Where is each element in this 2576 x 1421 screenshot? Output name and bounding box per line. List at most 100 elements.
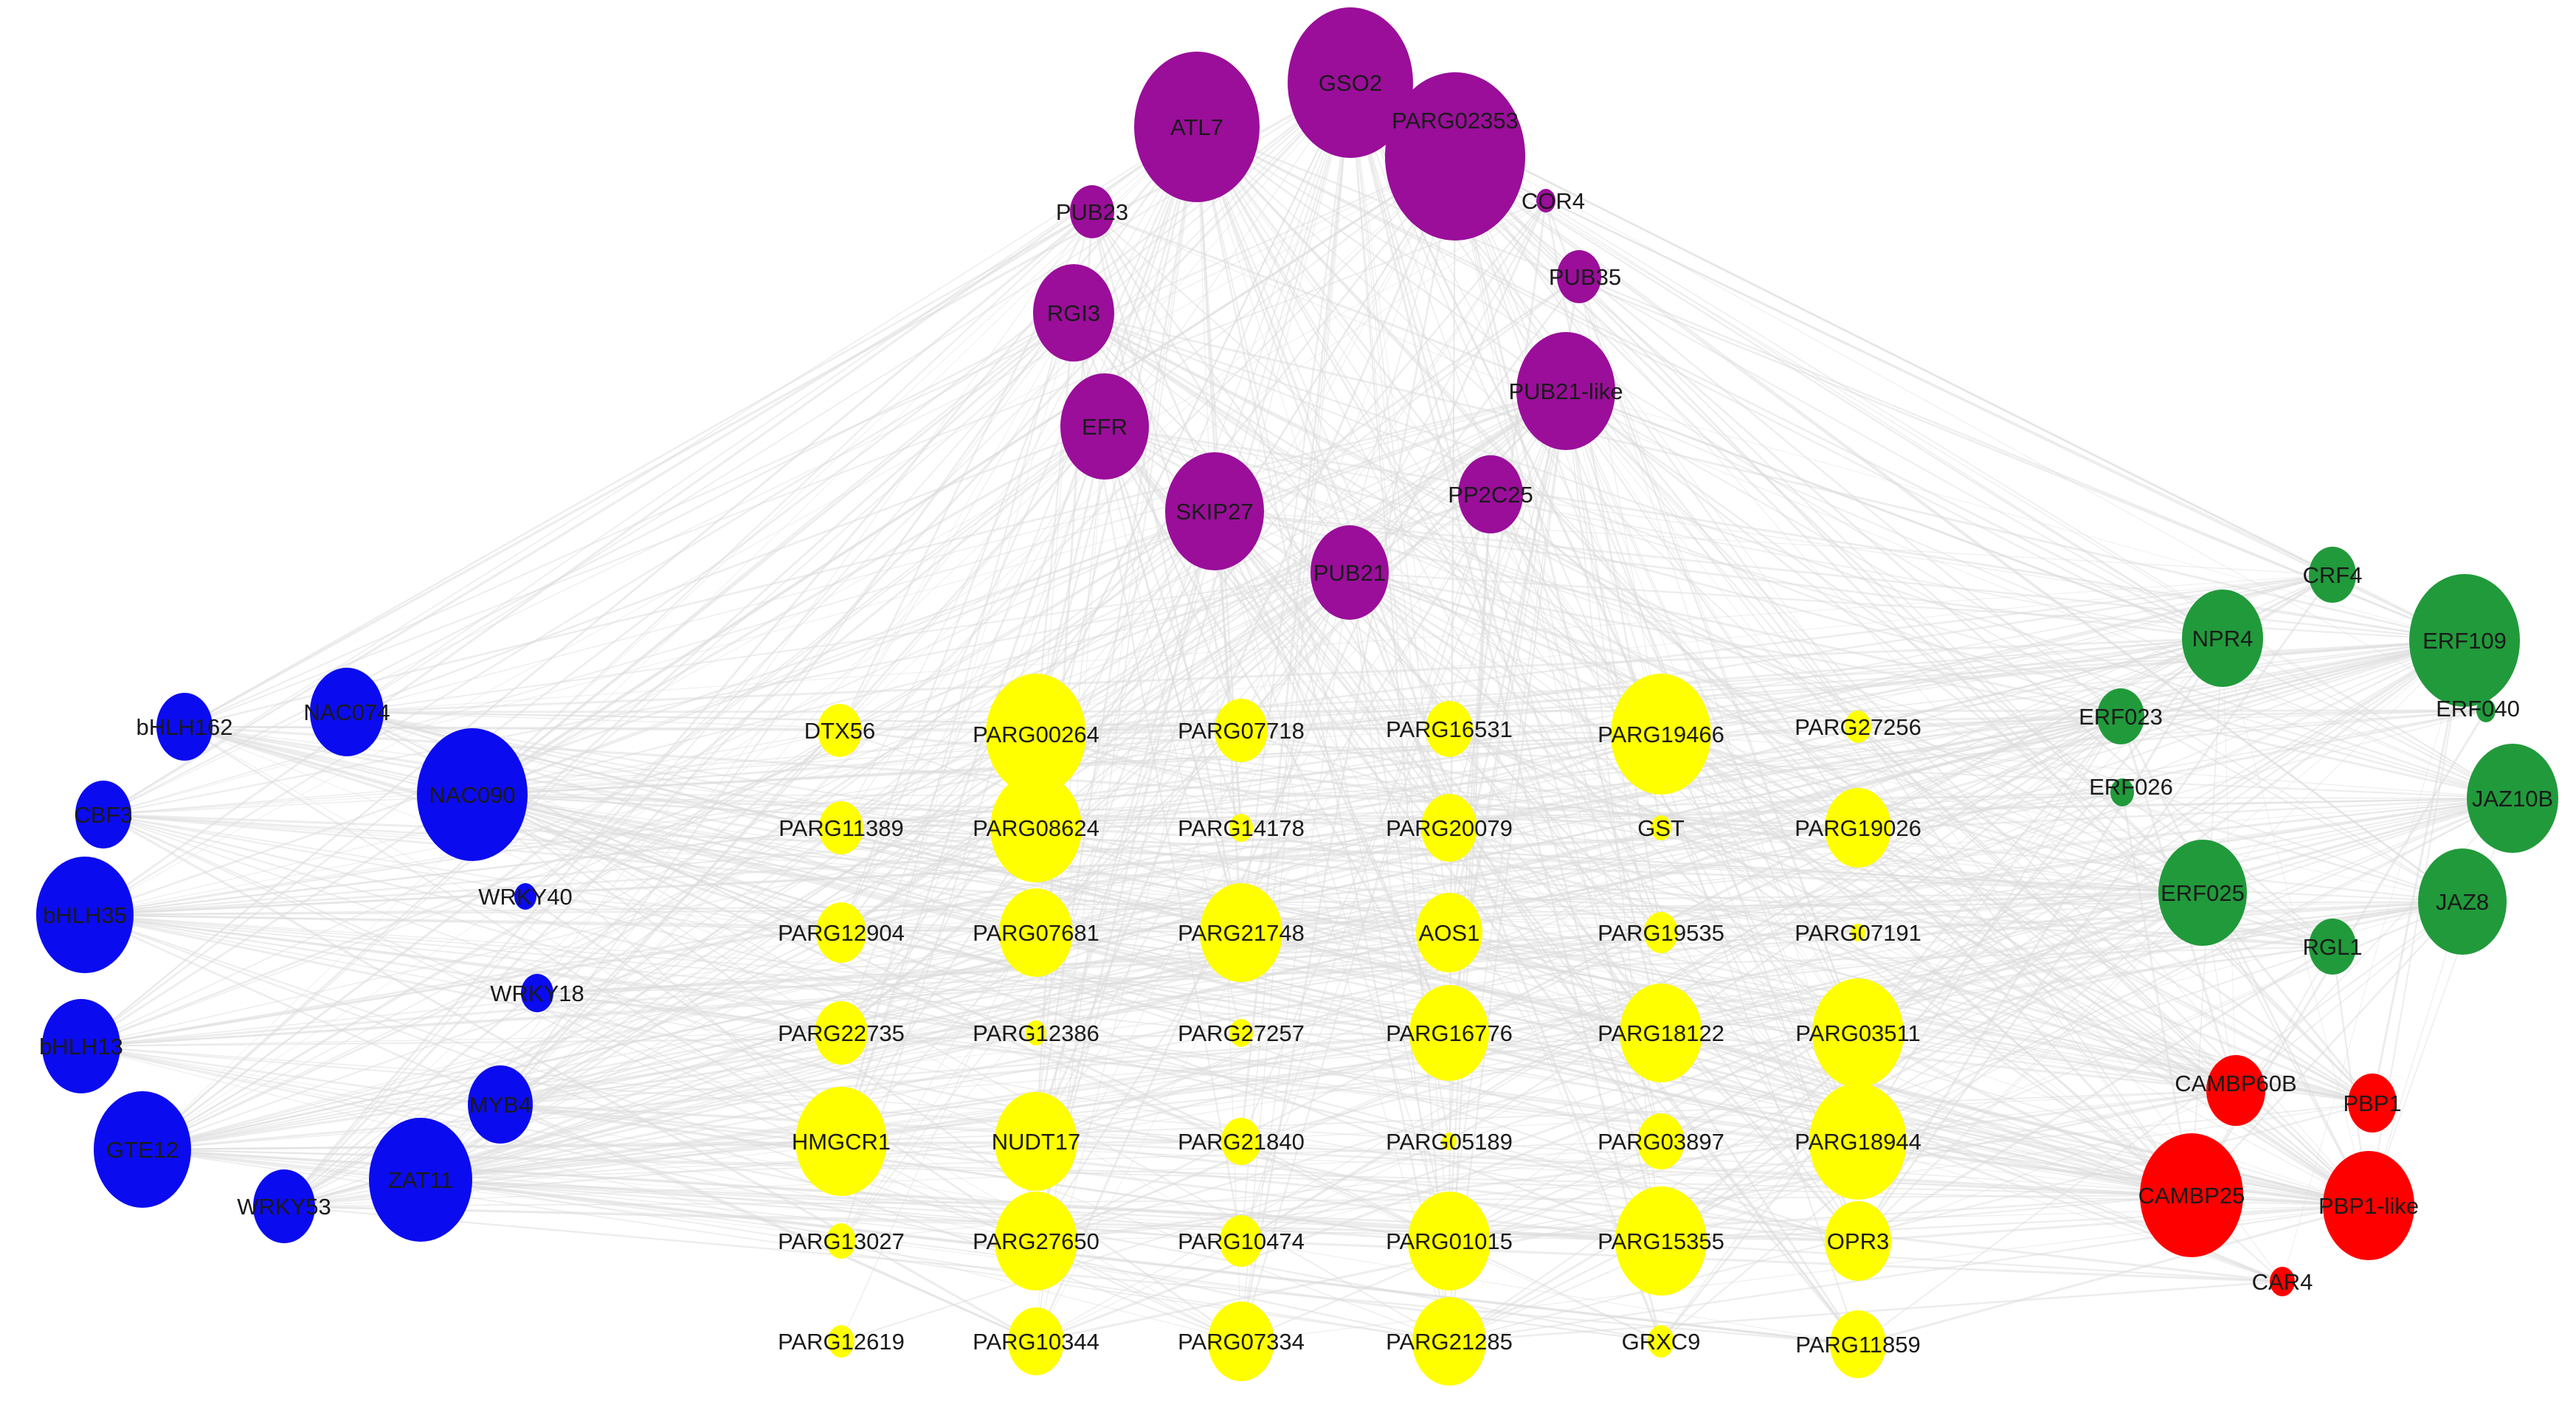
node-PARG08624[interactable]	[990, 773, 1082, 882]
node-PARG18122[interactable]	[1620, 983, 1702, 1082]
node-PARG19026[interactable]	[1825, 788, 1891, 868]
node-HMGCR1[interactable]	[795, 1087, 887, 1196]
node-PARG27256[interactable]	[1845, 710, 1871, 743]
node-PARG16531[interactable]	[1426, 701, 1473, 757]
node-ATL7[interactable]	[1134, 52, 1260, 202]
node-ZAT11[interactable]	[369, 1118, 472, 1242]
node-OPR3[interactable]	[1825, 1201, 1891, 1281]
node-PARG02353[interactable]	[1385, 72, 1525, 241]
node-JAZ8[interactable]	[2418, 848, 2507, 955]
node-PARG18944[interactable]	[1809, 1083, 1907, 1200]
edge	[346, 711, 1037, 735]
node-PARG07334[interactable]	[1208, 1301, 1274, 1381]
node-PARG11859[interactable]	[1830, 1310, 1886, 1378]
node-PARG15355[interactable]	[1615, 1186, 1707, 1296]
node-CRF4[interactable]	[2309, 547, 2356, 603]
node-ERF025[interactable]	[2158, 840, 2247, 946]
node-PARG14178[interactable]	[1229, 814, 1253, 842]
edge	[840, 1090, 2237, 1242]
node-MYB4[interactable]	[468, 1065, 533, 1144]
node-PARG13027[interactable]	[826, 1223, 856, 1259]
node-RGL1[interactable]	[2309, 919, 2356, 975]
node-PARG12904[interactable]	[816, 902, 866, 963]
edge	[142, 827, 842, 1150]
node-WRKY18[interactable]	[521, 974, 553, 1012]
label-COR4: COR4	[1522, 188, 1585, 214]
node-PARG05189[interactable]	[1442, 1133, 1457, 1150]
node-PARG19535[interactable]	[1644, 912, 1678, 953]
node-ERF023[interactable]	[2097, 688, 2144, 744]
node-GST[interactable]	[1651, 815, 1671, 840]
node-PARG20079[interactable]	[1421, 794, 1477, 862]
node-PARG12386[interactable]	[1026, 1020, 1046, 1045]
node-CBF3[interactable]	[75, 781, 131, 848]
node-EFR[interactable]	[1060, 373, 1149, 480]
node-PBP1-like[interactable]	[2323, 1151, 2414, 1260]
node-bHLH13[interactable]	[42, 999, 120, 1093]
edge	[1035, 716, 2121, 1342]
edge	[840, 931, 2192, 1197]
node-PUB35[interactable]	[1557, 250, 1601, 303]
edge	[840, 826, 2373, 1104]
node-PARG03897[interactable]	[1637, 1113, 1685, 1169]
node-bHLH162[interactable]	[156, 693, 213, 761]
node-PUB21-like[interactable]	[1516, 332, 1615, 450]
node-PARG01015[interactable]	[1408, 1192, 1491, 1290]
node-NAC074[interactable]	[310, 668, 384, 756]
node-COR4[interactable]	[1536, 189, 1555, 212]
node-PARG16776[interactable]	[1409, 985, 1489, 1081]
node-GTE12[interactable]	[94, 1091, 191, 1208]
edge	[1660, 639, 2465, 1242]
edge	[500, 156, 1456, 1105]
node-PUB23[interactable]	[1070, 185, 1114, 238]
node-ERF109[interactable]	[2409, 574, 2520, 707]
node-GSO2[interactable]	[1288, 7, 1413, 158]
edge	[103, 126, 1198, 815]
node-SKIP27[interactable]	[1165, 452, 1264, 570]
node-NPR4[interactable]	[2182, 590, 2263, 687]
node-CAMBP60B[interactable]	[2206, 1055, 2265, 1126]
label-PARG27650: PARG27650	[973, 1228, 1099, 1254]
node-PARG21285[interactable]	[1412, 1297, 1486, 1386]
edge	[472, 511, 1215, 795]
node-PARG11389[interactable]	[819, 801, 863, 854]
node-PARG19466[interactable]	[1611, 674, 1711, 795]
node-GRXC9[interactable]	[1648, 1325, 1674, 1358]
node-PARG07718[interactable]	[1215, 699, 1268, 762]
node-ERF026[interactable]	[2110, 778, 2134, 806]
node-PARG12619[interactable]	[828, 1325, 854, 1358]
node-PARG21748[interactable]	[1200, 883, 1282, 982]
node-PARG10474[interactable]	[1220, 1215, 1263, 1267]
node-PBP1[interactable]	[2348, 1073, 2397, 1133]
node-AOS1[interactable]	[1416, 893, 1482, 972]
node-DTX56[interactable]	[818, 704, 862, 757]
node-RGI3[interactable]	[1033, 264, 1114, 362]
node-bHLH35[interactable]	[36, 857, 134, 973]
node-PARG07191[interactable]	[1851, 924, 1865, 941]
node-WRKY53[interactable]	[253, 1169, 315, 1243]
node-PARG03511[interactable]	[1812, 978, 1904, 1088]
node-JAZ10B[interactable]	[2467, 744, 2558, 853]
node-PARG00264[interactable]	[986, 674, 1086, 795]
edge	[1660, 715, 2121, 1034]
node-PARG22735[interactable]	[815, 1001, 868, 1065]
node-WRKY40[interactable]	[514, 883, 536, 910]
node-CAMBP25[interactable]	[2140, 1133, 2243, 1257]
node-PARG10344[interactable]	[1008, 1307, 1064, 1375]
label-PARG10344: PARG10344	[973, 1329, 1099, 1355]
node-NAC090[interactable]	[417, 728, 528, 861]
node-PARG27650[interactable]	[995, 1192, 1077, 1290]
node-NUDT17[interactable]	[995, 1092, 1077, 1191]
edge	[142, 1149, 1037, 1242]
node-CAR4[interactable]	[2270, 1267, 2295, 1296]
node-ERF040[interactable]	[2476, 699, 2496, 722]
node-PARG07681[interactable]	[999, 888, 1073, 977]
node-PARG21840[interactable]	[1221, 1118, 1261, 1165]
node-PUB21[interactable]	[1311, 525, 1389, 620]
edge	[840, 931, 2369, 1207]
node-PARG27257[interactable]	[1229, 1019, 1253, 1047]
edge	[283, 81, 1352, 1208]
node-PP2C25[interactable]	[1458, 455, 1523, 533]
edge	[1857, 932, 2237, 1091]
